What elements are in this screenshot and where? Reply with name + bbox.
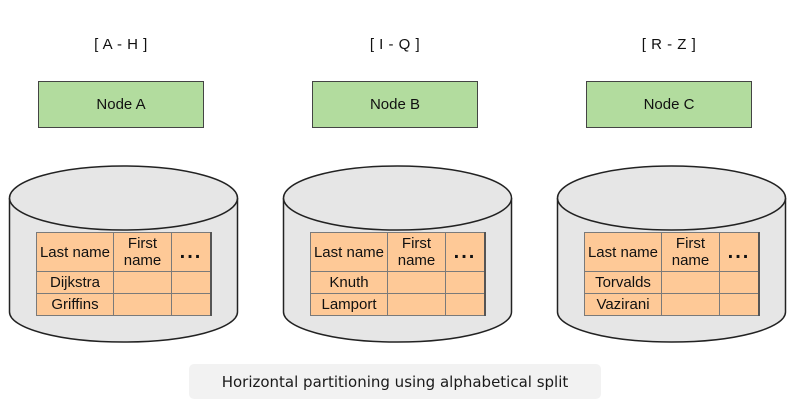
cell-first-name bbox=[387, 271, 446, 294]
node-box-b: Node B bbox=[312, 81, 478, 128]
cell-last-name: Knuth bbox=[310, 271, 388, 294]
cell-first-name bbox=[387, 293, 446, 316]
cell-more bbox=[171, 293, 212, 316]
header-first-name: First name bbox=[661, 232, 720, 272]
header-last-name: Last name bbox=[310, 232, 388, 272]
header-last-name: Last name bbox=[36, 232, 114, 272]
header-more-columns: ... bbox=[171, 232, 212, 272]
cell-last-name: Griffins bbox=[36, 293, 114, 316]
table-row: Vazirani bbox=[584, 293, 760, 316]
node-label: Node C bbox=[643, 96, 695, 113]
table-row: Knuth bbox=[310, 271, 486, 294]
header-first-name: First name bbox=[387, 232, 446, 272]
table-row: Torvalds bbox=[584, 271, 760, 294]
table-header-row: Last name First name ... bbox=[584, 232, 760, 272]
table-row: Griffins bbox=[36, 293, 212, 316]
node-box-a: Node A bbox=[38, 81, 204, 128]
table-header-row: Last name First name ... bbox=[36, 232, 212, 272]
caption: Horizontal partitioning using alphabetic… bbox=[189, 364, 601, 399]
cell-first-name bbox=[661, 271, 720, 294]
cell-first-name bbox=[113, 293, 172, 316]
database-cylinder: Last name First name ... Knuth Lamport bbox=[282, 164, 513, 344]
database-cylinder: Last name First name ... Dijkstra Griffi… bbox=[8, 164, 239, 344]
table-row: Lamport bbox=[310, 293, 486, 316]
cell-more bbox=[445, 271, 486, 294]
cell-first-name bbox=[661, 293, 720, 316]
cell-last-name: Lamport bbox=[310, 293, 388, 316]
node-label: Node A bbox=[96, 96, 146, 113]
table-row: Dijkstra bbox=[36, 271, 212, 294]
cell-last-name: Dijkstra bbox=[36, 271, 114, 294]
database-cylinder: Last name First name ... Torvalds Vazira… bbox=[556, 164, 787, 344]
key-range-label: [ R - Z ] bbox=[641, 36, 697, 53]
node-box-c: Node C bbox=[586, 81, 752, 128]
data-table: Last name First name ... Torvalds Vazira… bbox=[584, 232, 760, 316]
header-last-name: Last name bbox=[584, 232, 662, 272]
cell-more bbox=[171, 271, 212, 294]
cell-last-name: Torvalds bbox=[584, 271, 662, 294]
node-label: Node B bbox=[369, 96, 421, 113]
cell-last-name: Vazirani bbox=[584, 293, 662, 316]
key-range-label: [ A - H ] bbox=[94, 36, 148, 53]
cell-more bbox=[719, 271, 760, 294]
cell-more bbox=[719, 293, 760, 316]
header-more-columns: ... bbox=[445, 232, 486, 272]
key-range-label: [ I - Q ] bbox=[369, 36, 421, 53]
data-table: Last name First name ... Knuth Lamport bbox=[310, 232, 486, 316]
data-table: Last name First name ... Dijkstra Griffi… bbox=[36, 232, 212, 316]
table-header-row: Last name First name ... bbox=[310, 232, 486, 272]
cell-more bbox=[445, 293, 486, 316]
header-first-name: First name bbox=[113, 232, 172, 272]
cell-first-name bbox=[113, 271, 172, 294]
header-more-columns: ... bbox=[719, 232, 760, 272]
